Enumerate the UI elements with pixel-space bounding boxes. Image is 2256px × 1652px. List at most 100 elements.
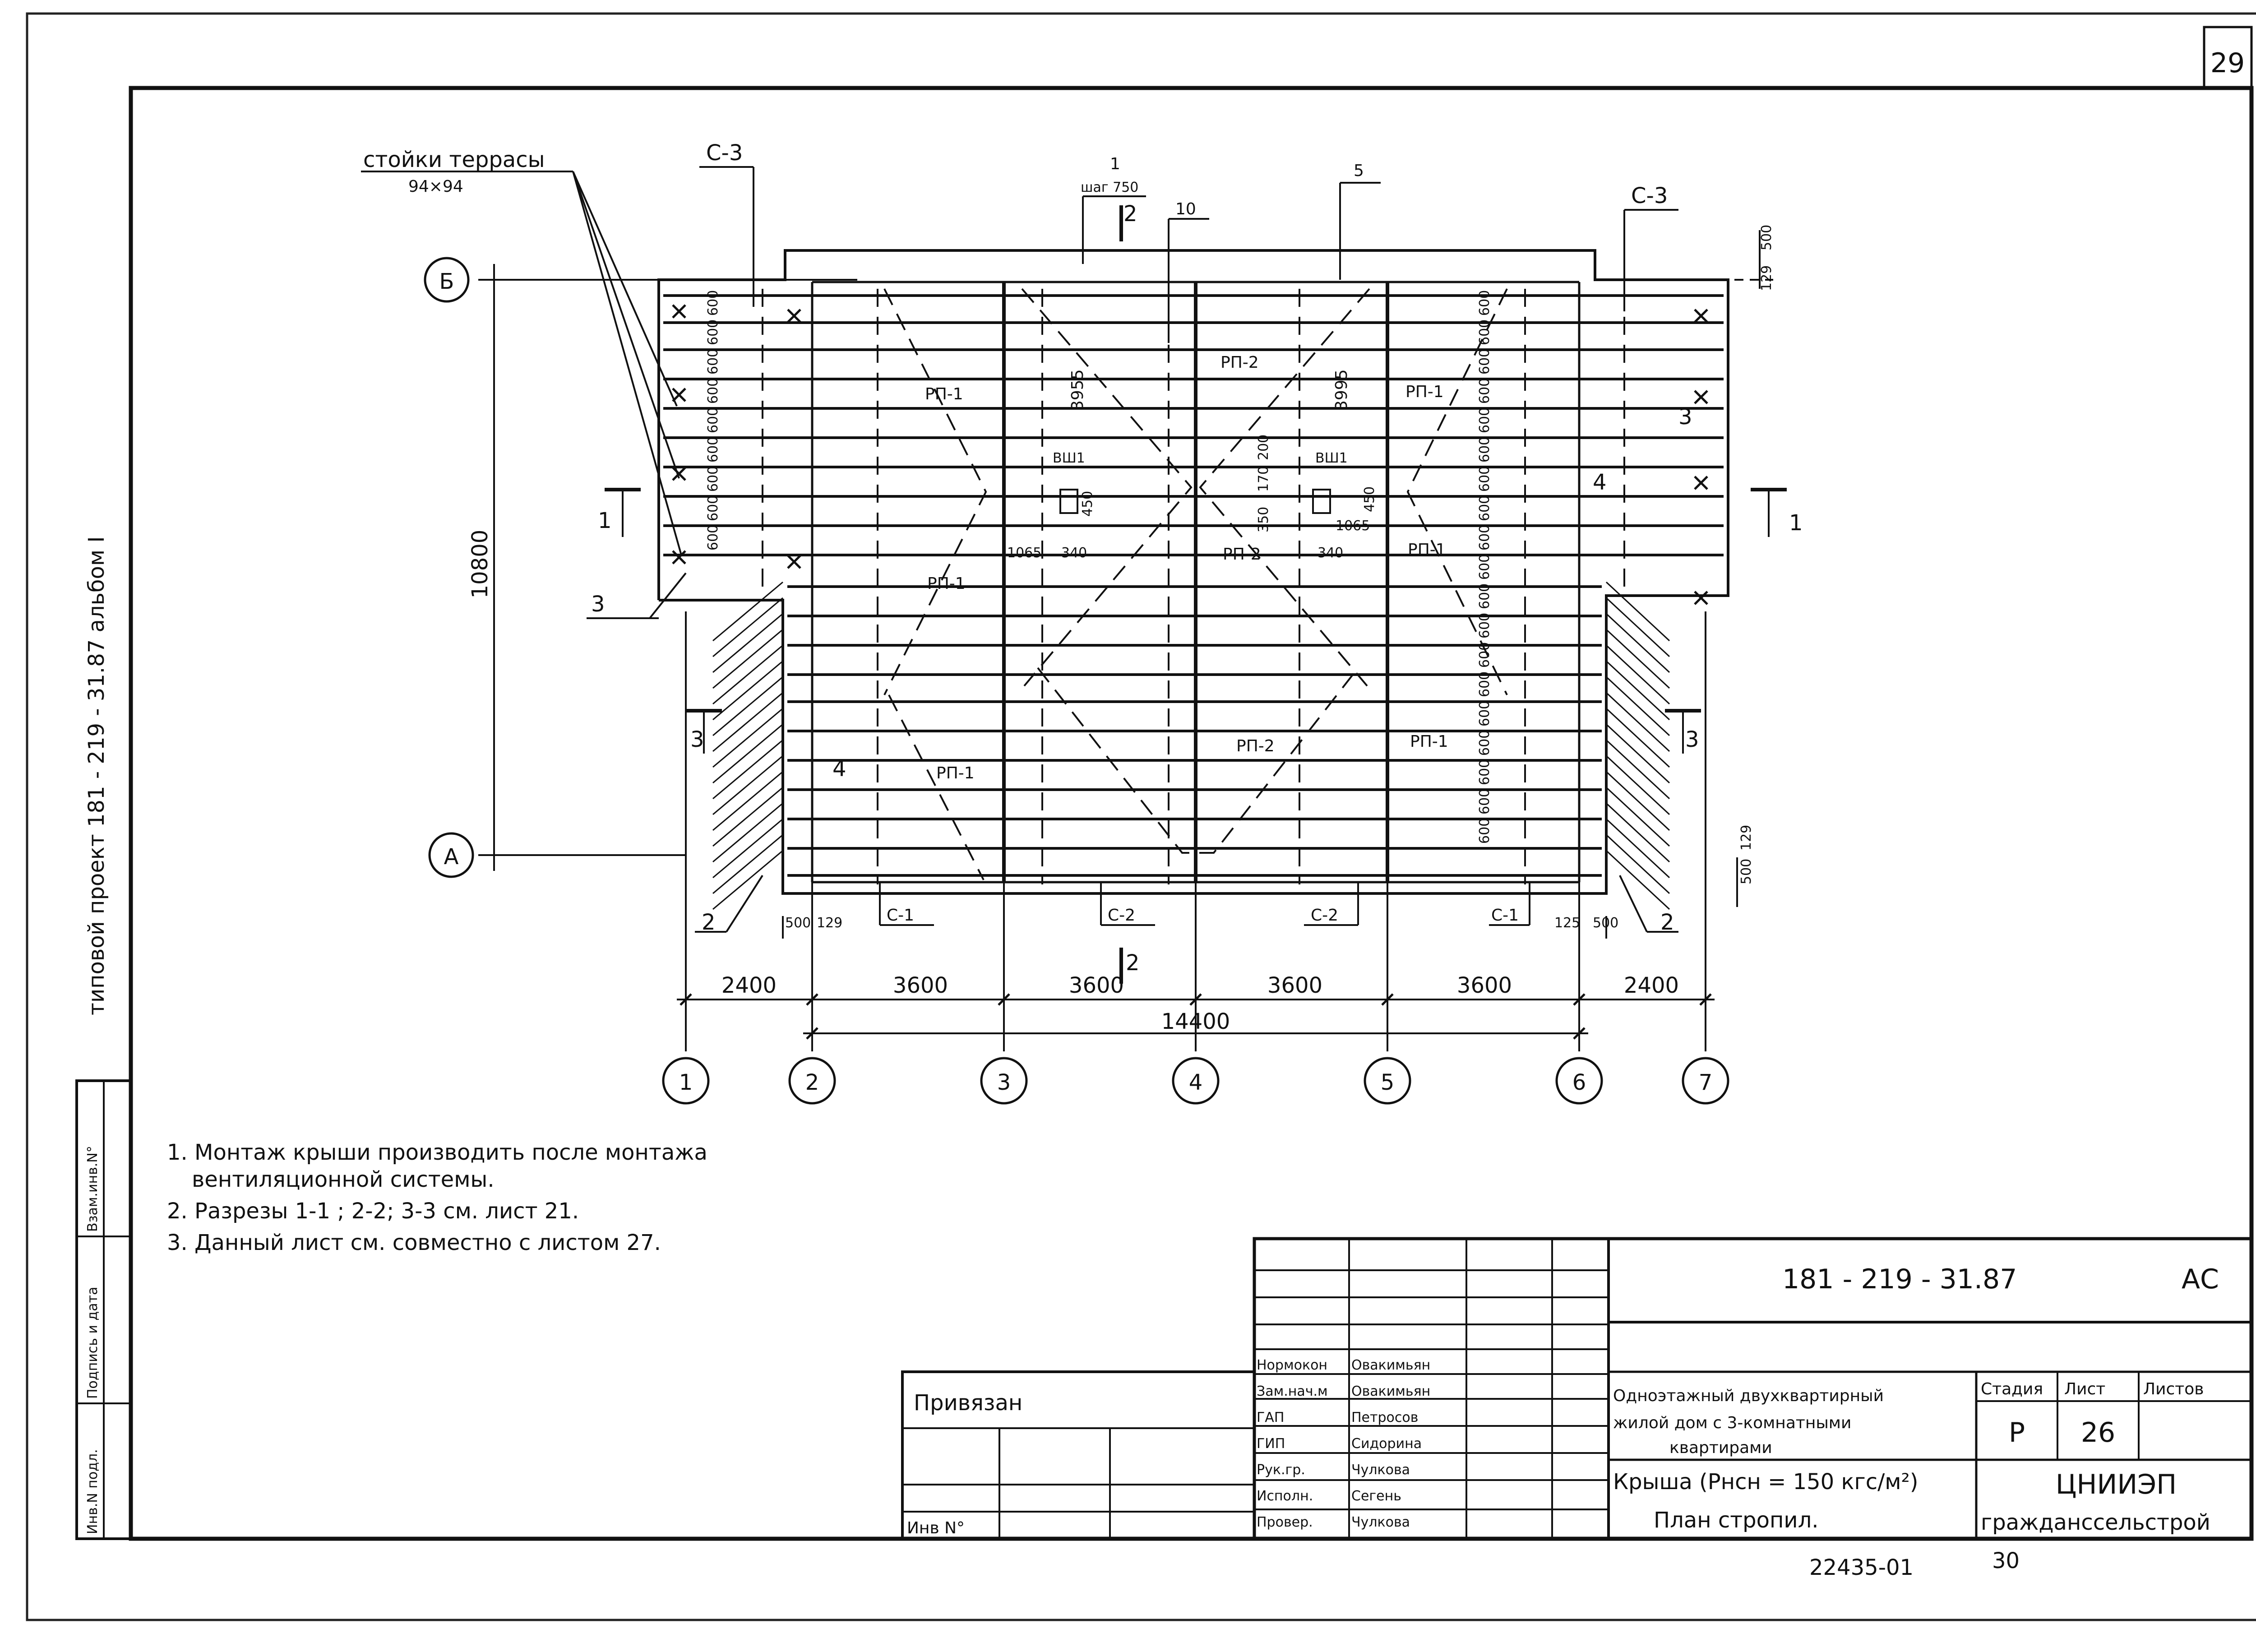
dim-500-right: 500 <box>1738 859 1754 884</box>
dim-125-bottom-right: 125 <box>1554 915 1580 931</box>
post-mark <box>1694 309 1708 323</box>
axis-circle <box>1555 1057 1603 1105</box>
section-3-right-label: 3 <box>1685 727 1699 752</box>
step-text: шаг 750 <box>1081 180 1138 195</box>
tb-role: Исполн. <box>1257 1488 1313 1504</box>
dim-600: 600 <box>705 407 721 433</box>
post-mark <box>672 388 686 402</box>
hatch-line-left <box>712 834 783 894</box>
dim-200: 200 <box>1256 435 1271 460</box>
post-mark <box>1694 591 1708 605</box>
outer-border <box>26 12 2256 1621</box>
hatch-line-left <box>712 676 783 736</box>
hatch-line-left <box>712 818 783 879</box>
axis-b-label: Б <box>439 269 454 294</box>
dim-600: 600 <box>1477 701 1493 727</box>
stamp-signature-date: Подпись и дата <box>85 1287 101 1399</box>
c3-left-label: С-3 <box>706 140 743 166</box>
segment-dims: 2400 3600 3600 3600 3600 2400 <box>721 973 1679 998</box>
hatch-line-right <box>1605 834 1670 894</box>
dim-tick <box>680 993 692 1006</box>
tb-building-1: Одноэтажный двухквартирный <box>1613 1387 1884 1405</box>
hatch-line-right <box>1605 802 1670 863</box>
dim-seg-4: 3600 <box>1267 973 1322 998</box>
hatch-line-left <box>712 739 783 800</box>
dim-340-left: 340 <box>1061 545 1087 561</box>
hatch-line-left <box>712 802 783 863</box>
hatch-line-right <box>1605 755 1670 815</box>
terrace-posts-size: 94×94 <box>408 177 463 196</box>
dim-500-bottom-left: 500 <box>785 915 811 931</box>
label-3-left: 3 <box>591 592 605 617</box>
dim-350: 350 <box>1256 507 1271 532</box>
rp2-label-b: РП-2 <box>1223 545 1261 564</box>
axis-bubble-6: 6 <box>1555 1057 1603 1105</box>
axis-circle <box>1364 1057 1411 1105</box>
dim-450-left: 450 <box>1080 491 1096 517</box>
c1-left-label: С-1 <box>887 906 914 925</box>
axis-b-circle <box>424 257 470 303</box>
tb-mark: АС <box>2182 1263 2219 1295</box>
tb-role: Рук.гр. <box>1257 1462 1305 1478</box>
dim-1065-left: 1065 <box>1007 545 1041 561</box>
tb-sheets-label: Листов <box>2143 1380 2204 1398</box>
hatch-line-left <box>712 629 783 689</box>
tb-role: ГИП <box>1257 1436 1285 1452</box>
rp1-label-c: РП-1 <box>936 764 975 782</box>
dim-tick <box>1189 993 1202 1006</box>
tb-name: Петросов <box>1351 1410 1418 1425</box>
tb-name: Сидорина <box>1351 1436 1422 1452</box>
axis-a-circle <box>428 832 474 878</box>
post-mark <box>787 555 801 569</box>
tb-role: Нормокон <box>1257 1357 1327 1373</box>
dim-600: 600 <box>1477 525 1493 551</box>
hatch-line-left <box>712 613 783 673</box>
dim-600: 600 <box>1477 466 1493 492</box>
rp2-label-a: РП-2 <box>1220 353 1259 372</box>
leader-terrace-2 <box>572 171 680 479</box>
note-1: 1. Монтаж крыши производить после монтаж… <box>167 1140 707 1165</box>
axis-bubble-3: 3 <box>980 1057 1028 1105</box>
dim-tick <box>1381 993 1394 1006</box>
label-2-right-leader <box>1619 875 1648 932</box>
hatch-line-left <box>712 597 783 657</box>
axis-label: 6 <box>1572 1070 1586 1095</box>
post-mark <box>1694 390 1708 404</box>
step-number: 1 <box>1110 155 1120 173</box>
hatch-line-right <box>1605 787 1670 847</box>
label-2-right: 2 <box>1660 910 1674 935</box>
dim-600: 600 <box>705 349 721 375</box>
dim-tick <box>1699 993 1712 1006</box>
tb-sheet-label: Лист <box>2064 1380 2105 1398</box>
vent-label-right: ВШ1 <box>1315 450 1348 466</box>
hatch-line-left <box>712 708 783 768</box>
hatch-line-left <box>712 755 783 815</box>
page-number: 29 <box>2210 47 2245 79</box>
rp1-label-b: РП-1 <box>927 574 966 593</box>
dim-600: 600 <box>1477 671 1493 697</box>
title-block-text: 181 - 219 - 31.87 АС Привязан Инв N° Нор… <box>907 1263 2219 1537</box>
axis-label: 4 <box>1189 1070 1203 1095</box>
hatch-line-right <box>1605 644 1670 705</box>
axis-a-label: А <box>444 844 459 870</box>
note-3: 3. Данный лист см. совместно с листом 27… <box>167 1230 661 1255</box>
tb-sheet-name-2: План стропил. <box>1654 1508 1819 1533</box>
dim-600: 600 <box>705 319 721 345</box>
tb-org-1: ЦНИИЭП <box>2056 1469 2177 1500</box>
vent-shaft-right <box>1312 489 1331 514</box>
hip-right <box>1406 288 1508 695</box>
c1-right-label: С-1 <box>1491 906 1519 925</box>
tb-name: Сегень <box>1351 1488 1401 1504</box>
axis-bubble-5: 5 <box>1364 1057 1411 1105</box>
axis-bubble-2: 2 <box>788 1057 836 1105</box>
axis-circle <box>662 1057 710 1105</box>
rafters <box>663 294 1724 877</box>
hatch-line-right <box>1605 660 1670 721</box>
label-4-left: 4 <box>832 756 846 782</box>
leader-terrace-3 <box>572 171 682 555</box>
hatch-line-right <box>1605 597 1670 657</box>
tb-sheet-value: 26 <box>2081 1417 2115 1448</box>
c2-left-label: С-2 <box>1108 906 1135 925</box>
label-2-left-leader <box>726 875 763 933</box>
dim-10800: 10800 <box>467 530 493 599</box>
